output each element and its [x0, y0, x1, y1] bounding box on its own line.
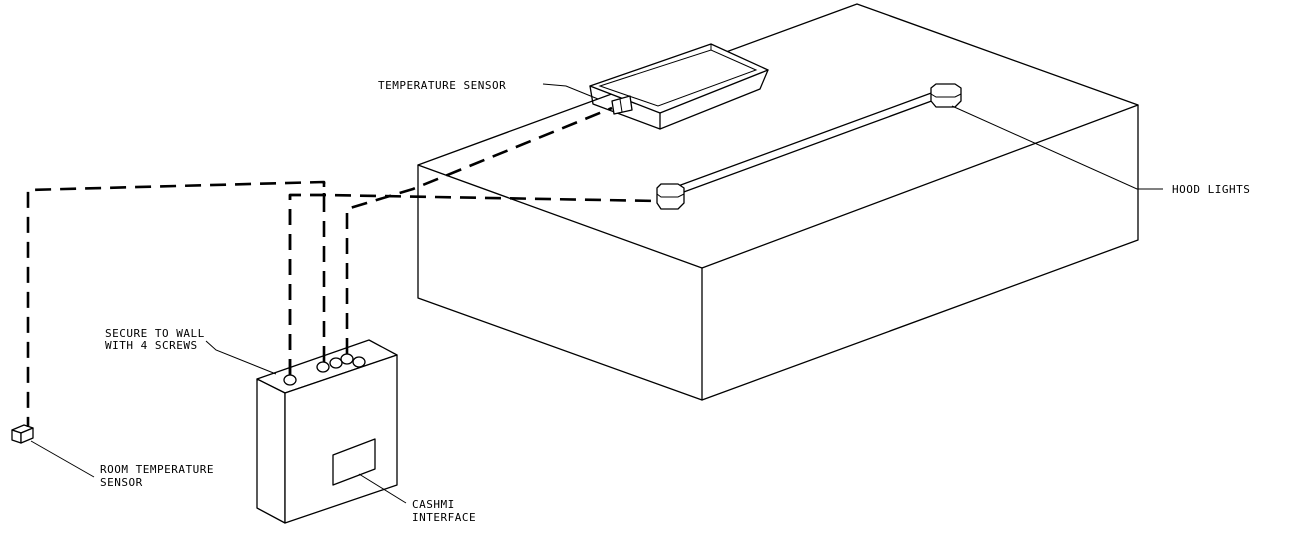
light-conduit [677, 91, 938, 194]
leader-lines [30, 83, 1163, 504]
label-room-line1: ROOM TEMPERATURE [100, 463, 214, 476]
label-cashmi-line2: INTERFACE [412, 511, 476, 524]
cashmi-interface-window [332, 438, 376, 486]
knockout-4 [340, 353, 354, 365]
label-secure-line2: WITH 4 SCREWS [105, 339, 198, 352]
knockout-2 [316, 361, 330, 373]
hood-light-fixture-right [930, 83, 962, 108]
wire-hood-light [288, 193, 659, 375]
room-temperature-sensor [11, 424, 34, 444]
label-temperature-sensor: TEMPERATURE SENSOR [378, 79, 506, 92]
label-room-line2: SENSOR [100, 476, 143, 489]
knockout-1 [283, 374, 297, 386]
label-hood-lights: HOOD LIGHTS [1172, 183, 1250, 196]
hood-lights [656, 83, 962, 210]
labels: TEMPERATURE SENSOR HOOD LIGHTS SECURE TO… [100, 79, 1250, 524]
wire-duct-sensor [345, 106, 613, 354]
knockout-5 [352, 356, 366, 368]
label-cashmi-line1: CASHMI [412, 498, 455, 511]
hood-light-fixture-left [656, 183, 685, 210]
exhaust-hood [417, 3, 1139, 401]
knockout-3 [329, 357, 343, 369]
label-secure-line1: SECURE TO WALL [105, 327, 205, 340]
duct-temperature-sensor [611, 95, 633, 115]
duct-collar [589, 43, 769, 130]
field-wiring [26, 106, 659, 427]
